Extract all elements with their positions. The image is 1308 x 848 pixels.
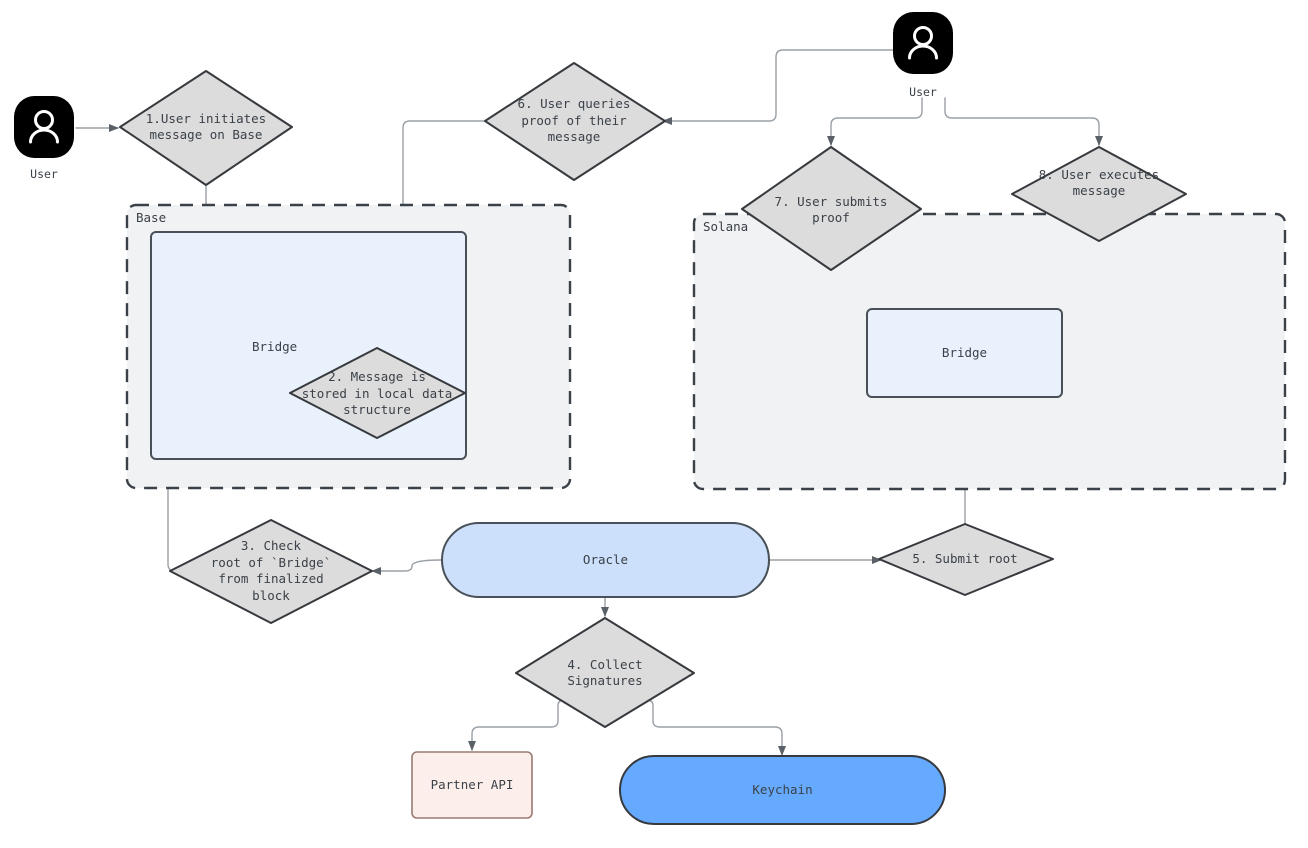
- oracle-shape[interactable]: [441, 522, 770, 598]
- group-label-solana: Solana: [700, 219, 752, 234]
- edge-step4-to-partner-api: [468, 699, 565, 751]
- step2-shape[interactable]: [289, 347, 466, 439]
- step3-shape[interactable]: [169, 519, 373, 624]
- step5-shape[interactable]: [878, 523, 1054, 596]
- step8-shape[interactable]: [1011, 146, 1187, 242]
- user-glyph-right-icon: [908, 26, 938, 60]
- bridge-solana-shape[interactable]: [866, 308, 1063, 398]
- user-label-right: User: [909, 85, 937, 99]
- step6-shape[interactable]: [484, 62, 666, 181]
- edge-user-right-to-step7: [827, 97, 923, 146]
- step4-shape[interactable]: [515, 617, 695, 728]
- user-glyph-left-icon: [29, 110, 59, 144]
- user-avatar-icon-right[interactable]: [893, 12, 953, 74]
- edge-oracle-to-step3: [371, 559, 442, 575]
- edge-step6-to-bridge-base: [399, 120, 488, 230]
- edge-user-right-to-step8: [944, 97, 1103, 146]
- edge-step4-to-keychain: [646, 699, 786, 756]
- keychain-shape[interactable]: [619, 755, 946, 825]
- partner-api-shape[interactable]: [411, 751, 533, 819]
- group-label-base: Base: [133, 210, 170, 225]
- step1-shape[interactable]: [119, 70, 293, 186]
- user-label-left: User: [30, 167, 58, 181]
- edge-user-right-to-step6: [662, 49, 897, 125]
- user-avatar-icon-left[interactable]: [14, 96, 74, 158]
- step7-shape[interactable]: [741, 146, 922, 271]
